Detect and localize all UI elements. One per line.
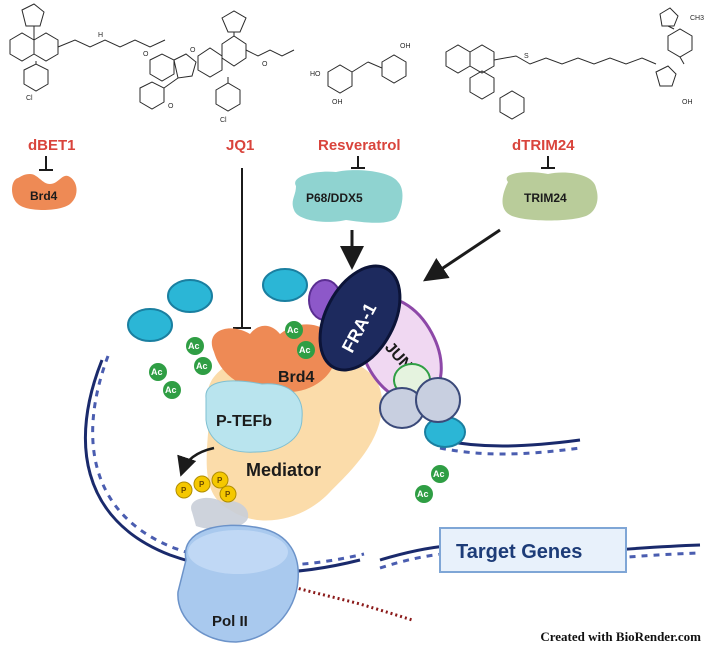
ac-mark-5: Ac [285, 321, 303, 339]
svg-text:OH: OH [682, 99, 693, 106]
svg-text:CH3: CH3 [690, 15, 704, 22]
svg-text:S: S [524, 53, 529, 60]
dna-loop [83, 355, 701, 574]
ac-mark-4: Ac [163, 381, 181, 399]
resveratrol-label: Resveratrol [318, 137, 401, 154]
p-mark-4: P [219, 485, 237, 503]
svg-text:P: P [199, 480, 205, 489]
trim24-label: TRIM24 [524, 191, 567, 205]
pol2-clamp [188, 530, 288, 574]
ac-mark-7: Ac [431, 465, 449, 483]
dbet1-label: dBET1 [28, 137, 76, 154]
svg-text:Ac: Ac [151, 367, 163, 377]
svg-text:O: O [143, 51, 149, 58]
pol2-label: Pol II [212, 613, 248, 630]
svg-text:O: O [262, 61, 268, 68]
dbet1-structure: Cl H O O O [9, 3, 197, 110]
nucleosome-2 [167, 279, 213, 313]
mediator-label: Mediator [246, 460, 321, 480]
p-mark-2: P [193, 475, 211, 493]
svg-text:Ac: Ac [433, 469, 445, 479]
p68-protein [292, 170, 403, 223]
svg-text:OH: OH [332, 99, 343, 106]
svg-text:H: H [98, 32, 103, 39]
biorender-credit: Created with BioRender.com [540, 629, 701, 644]
ptefb-protein [205, 380, 303, 453]
svg-text:O: O [168, 103, 174, 110]
ptefb-label: P-TEFb [216, 413, 272, 430]
svg-text:P: P [217, 476, 223, 485]
nucleosome-3 [262, 268, 308, 302]
jq1-label: JQ1 [226, 137, 254, 154]
svg-text:Ac: Ac [196, 361, 208, 371]
phosphorylation-arrow [177, 446, 215, 477]
p68-label: P68/DDX5 [306, 191, 363, 205]
p-mark-3: P [211, 471, 229, 489]
svg-text:P: P [225, 490, 231, 499]
svg-text:O: O [190, 47, 196, 54]
svg-text:Ac: Ac [165, 385, 177, 395]
svg-text:Ac: Ac [299, 345, 311, 355]
resveratrol-structure: HO OH OH [310, 43, 411, 106]
fra1-protein [318, 264, 402, 372]
jq1-structure: Cl O [197, 10, 295, 124]
ac-mark-3: Ac [149, 363, 167, 381]
ac-mark-8: Ac [415, 485, 433, 503]
dtrim24-structure: S OH CH3 [445, 7, 704, 120]
target-genes-label: Target Genes [456, 541, 582, 563]
p-mark-1: P [175, 481, 193, 499]
svg-text:P: P [181, 486, 187, 495]
ac-mark-1: Ac [186, 337, 204, 355]
ac-mark-2: Ac [194, 357, 212, 375]
target-genes-box [439, 527, 627, 573]
grey-partner-2 [415, 377, 461, 423]
dtrim24-label: dTRIM24 [512, 137, 575, 154]
svg-text:Ac: Ac [417, 489, 429, 499]
brd4-top-label: Brd4 [30, 189, 58, 203]
svg-text:Cl: Cl [26, 95, 33, 102]
svg-text:Ac: Ac [188, 341, 200, 351]
pol2-ctd [191, 497, 249, 530]
svg-text:OH: OH [400, 43, 411, 50]
brd4-main-label: Brd4 [278, 369, 315, 386]
ac-mark-6: Ac [297, 341, 315, 359]
trim24-protein [502, 172, 598, 221]
brd4-top-protein [12, 174, 77, 210]
trim24-arrow [423, 228, 501, 282]
svg-text:Ac: Ac [287, 325, 299, 335]
svg-text:Cl: Cl [220, 117, 227, 124]
nucleosome-1 [127, 308, 173, 342]
svg-text:HO: HO [310, 71, 321, 78]
